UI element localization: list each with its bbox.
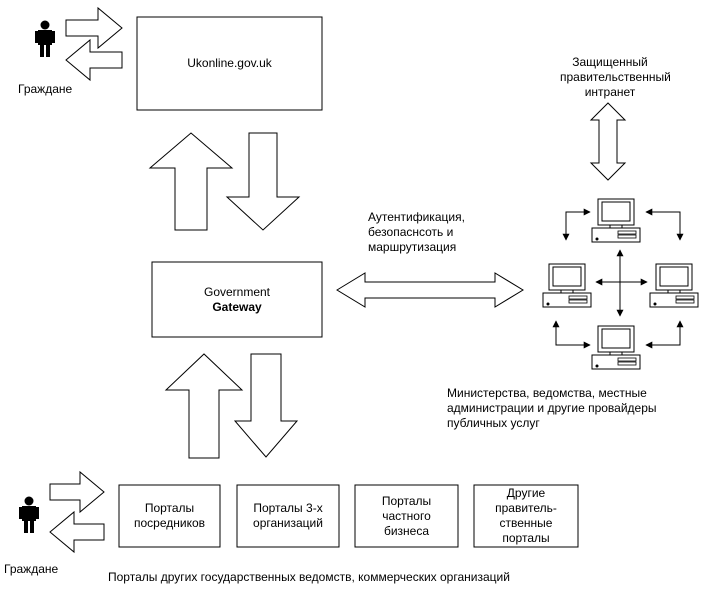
citizens-top-label: Граждане	[18, 82, 73, 96]
portal-label-line: посредников	[133, 516, 206, 530]
arrow-down-to-gateway	[225, 132, 301, 231]
arrow-left-from-ukonline	[65, 38, 123, 82]
intranet-label-line: интранет	[584, 85, 636, 99]
portal-label-line: ственные	[499, 516, 553, 530]
portal-label-line: порталы	[502, 531, 550, 545]
ministries-label-line: публичных услуг	[447, 416, 540, 430]
portal-label-line: правитель-	[495, 501, 557, 515]
auth-label-line: маршрутизация	[368, 240, 457, 254]
computer-bottom-icon	[591, 325, 641, 370]
intranet-label-line: правительственный	[560, 70, 671, 84]
portal-label-line: Другие	[506, 486, 546, 500]
citizens-bottom-label: Граждане	[4, 562, 59, 576]
portal-box-third-party	[236, 484, 340, 548]
portal-label-intermediaries: Порталы посредников	[119, 485, 220, 547]
portal-label-line: Порталы 3-х	[253, 501, 323, 515]
computer-top-icon	[591, 198, 641, 243]
portal-label-other-government: Другие правитель- ственные порталы	[474, 485, 578, 547]
auth-label: Аутентификация, безопаснсоть и маршрутиз…	[368, 210, 465, 255]
portal-label-line: Порталы	[144, 501, 195, 515]
intranet-label: Защищенный правительственный интранет	[560, 55, 671, 100]
arrow-right-to-portals	[49, 470, 105, 514]
ministries-label-line: Министерства, ведомства, местные	[447, 386, 647, 400]
computer-left-icon	[542, 263, 592, 308]
portal-label-line: организаций	[253, 516, 323, 530]
gateway-label-line1: Government	[203, 284, 271, 299]
portal-label-line: бизнеса	[383, 523, 430, 538]
ministries-label: Министерства, ведомства, местные админис…	[447, 386, 657, 431]
gateway-box	[151, 261, 323, 338]
computer-right-icon	[649, 263, 699, 308]
bottom-caption: Порталы других государственных ведомств,…	[108, 570, 510, 584]
double-arrow-gateway-ministries	[336, 272, 524, 308]
portal-box-other-government	[473, 484, 579, 548]
portal-box-intermediaries	[118, 484, 221, 548]
network-links	[552, 208, 684, 349]
portal-label-line: Порталы	[381, 493, 432, 508]
double-arrow-intranet	[589, 102, 627, 181]
arrow-right-to-ukonline	[65, 6, 123, 50]
arrow-left-from-portals	[49, 510, 105, 554]
arrow-up-to-ukonline	[148, 132, 234, 231]
citizen-top-person-icon	[35, 20, 55, 57]
ukonline-label: Ukonline.gov.uk	[137, 17, 322, 110]
portal-label-line: частного	[382, 508, 431, 523]
ukonline-label-text: Ukonline.gov.uk	[187, 56, 272, 70]
ukonline-box	[136, 16, 323, 111]
auth-label-line: безопаснсоть и	[368, 225, 454, 239]
portal-label-third-party: Порталы 3-х организаций	[237, 485, 339, 547]
arrow-up-to-gateway	[164, 353, 244, 459]
arrow-down-to-portals	[233, 353, 299, 458]
citizen-bottom-person-icon	[19, 496, 39, 533]
intranet-label-line: Защищенный	[572, 55, 648, 69]
ministries-label-line: администрации и другие провайдеры	[447, 401, 657, 415]
portal-label-private-business: Порталы частного бизнеса	[355, 485, 458, 547]
gateway-label-line2: Gateway	[212, 299, 262, 314]
auth-label-line: Аутентификация,	[368, 210, 465, 224]
gateway-label: Government Gateway	[152, 262, 322, 337]
portal-box-private-business	[354, 484, 459, 548]
